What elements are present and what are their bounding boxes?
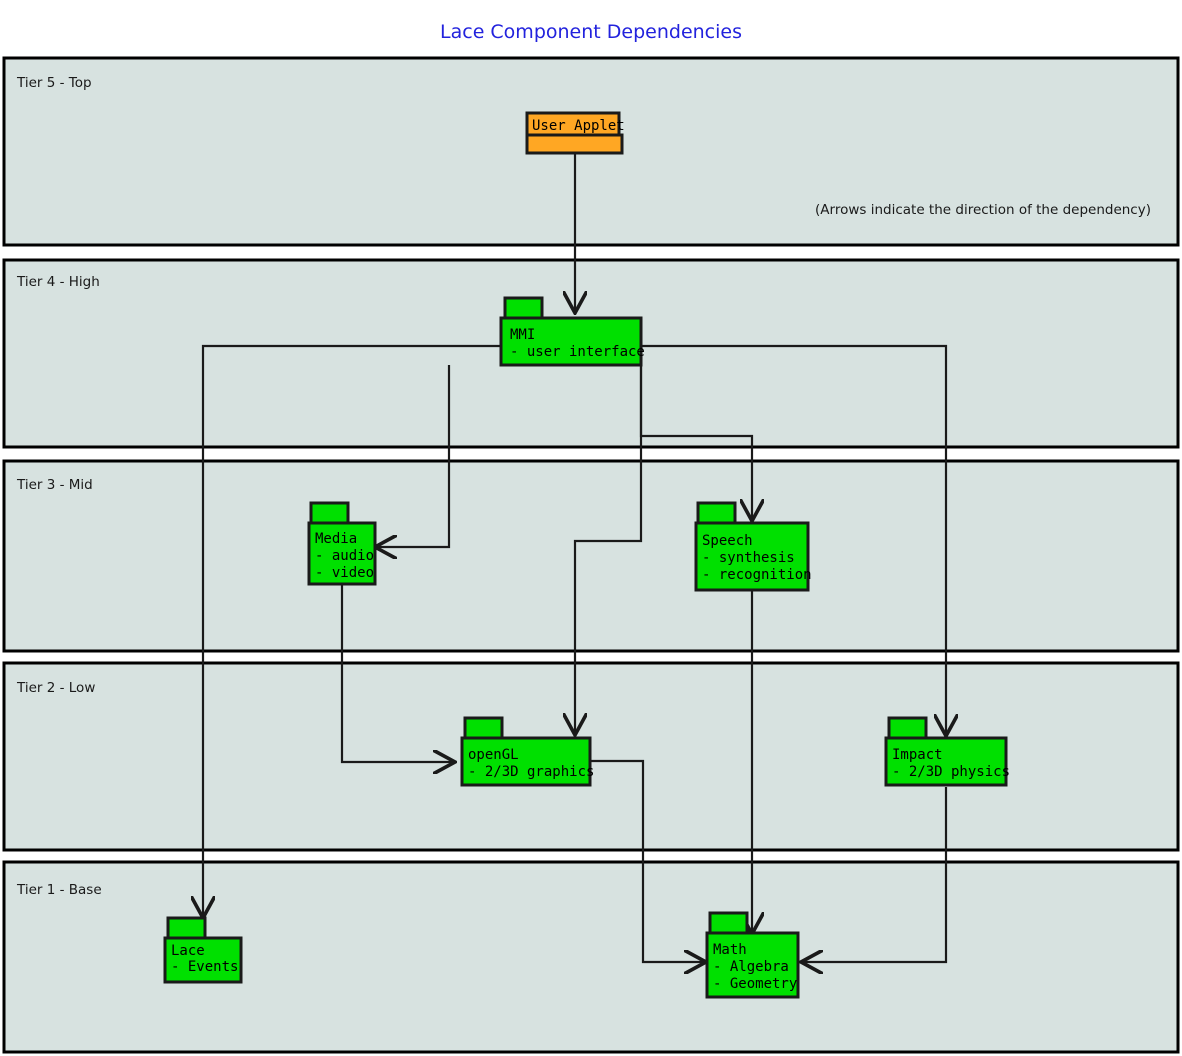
package-mmi-body	[499, 316, 643, 367]
package-mmi-name: MMI	[510, 327, 535, 343]
link-mmi-speech	[639, 365, 752, 521]
link-mmi-opengl	[575, 365, 643, 735]
tier-1-label: Tier 1 - Base	[16, 882, 102, 898]
package-speech-body	[694, 521, 810, 592]
package-opengl-name: openGL	[468, 747, 519, 763]
link-impact-math	[801, 787, 948, 962]
link-mmi-lace	[203, 344, 501, 918]
package-speech[interactable]: Speech - synthesis - recognition	[694, 501, 812, 592]
package-media-name: Media	[315, 531, 357, 547]
link-mmi-impact	[641, 344, 946, 736]
tier-3-container	[2, 459, 1180, 653]
package-media-body	[307, 521, 377, 586]
package-impact[interactable]: Impact - 2/3D physics	[884, 716, 1010, 787]
link-opengl-math	[590, 759, 706, 962]
link-media-opengl	[340, 584, 455, 762]
package-opengl-tab	[463, 716, 504, 740]
package-speech-name: Speech	[702, 533, 753, 549]
tier-3-label: Tier 3 - Mid	[16, 477, 93, 493]
dependency-connectors	[203, 153, 946, 962]
package-user-applet[interactable]: User Applet	[525, 111, 625, 155]
arrow-direction-note: (Arrows indicate the direction of the de…	[815, 202, 1151, 218]
package-media-tab	[309, 501, 350, 525]
package-math[interactable]: Math - Algebra - Geometry	[705, 911, 800, 999]
package-lace-tab	[166, 916, 207, 940]
package-math-name: Math	[713, 942, 747, 958]
tier-4-label: Tier 4 - High	[16, 274, 100, 290]
package-mmi-line-1: - user interface	[510, 344, 645, 360]
package-impact-body	[884, 736, 1008, 787]
package-media-line-2: - video	[315, 565, 374, 581]
package-speech-tab	[696, 501, 737, 525]
package-user-applet-name: User Applet	[532, 118, 625, 134]
package-math-line-1: - Algebra	[713, 959, 789, 975]
package-lace-body	[163, 936, 243, 984]
package-impact-name: Impact	[892, 747, 943, 763]
package-speech-line-1: - synthesis	[702, 550, 795, 566]
package-mmi-tab	[503, 296, 544, 320]
package-lace[interactable]: Lace - Events	[163, 916, 243, 984]
package-mmi[interactable]: MMI - user interface	[499, 296, 645, 367]
package-lace-name: Lace	[171, 943, 205, 959]
package-impact-tab	[887, 716, 928, 740]
package-math-tab	[708, 911, 749, 935]
package-math-body	[705, 931, 800, 999]
package-opengl-line-1: - 2/3D graphics	[468, 764, 594, 780]
page-title: Lace Component Dependencies	[440, 21, 742, 43]
package-media-line-1: - audio	[315, 548, 374, 564]
tier-2-label: Tier 2 - Low	[16, 680, 95, 696]
package-impact-line-1: - 2/3D physics	[892, 764, 1010, 780]
package-math-line-2: - Geometry	[713, 976, 797, 992]
package-speech-line-2: - recognition	[702, 567, 812, 583]
package-opengl[interactable]: openGL - 2/3D graphics	[460, 716, 594, 787]
tier-5-label: Tier 5 - Top	[16, 75, 92, 91]
package-media[interactable]: Media - audio - video	[307, 501, 377, 586]
package-opengl-body	[460, 736, 592, 787]
package-user-applet-body	[525, 133, 624, 155]
link-mmi-media	[375, 365, 451, 547]
package-lace-line-1: - Events	[171, 959, 238, 975]
